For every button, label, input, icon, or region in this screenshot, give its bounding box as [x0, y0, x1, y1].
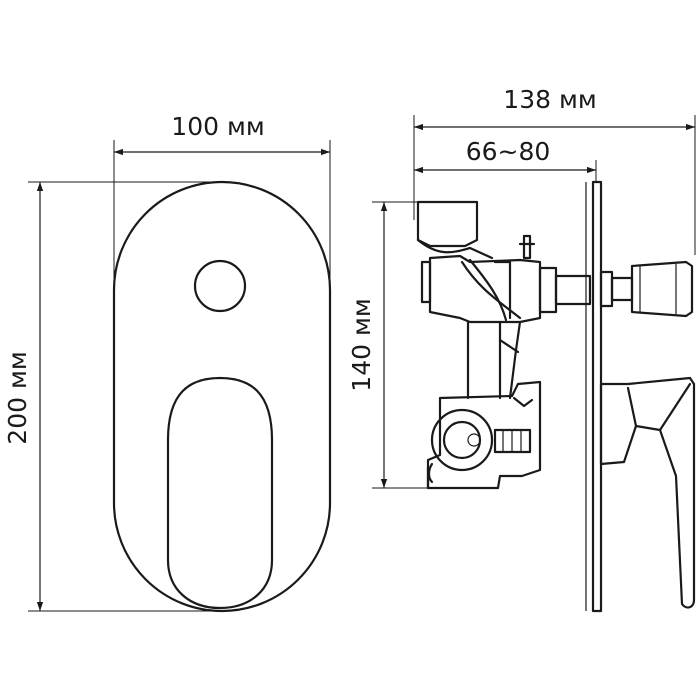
dimension-install-depth: 66~80 — [414, 137, 597, 182]
dimension-total-depth: 138 мм — [413, 85, 696, 255]
dimension-width: 100 мм — [113, 112, 331, 300]
side-view — [416, 180, 696, 613]
dimension-height: 200 мм — [3, 181, 220, 612]
connecting-pipe — [466, 320, 522, 400]
inlet-port — [430, 408, 494, 472]
front-view — [112, 180, 332, 613]
side-cover-plate — [591, 180, 603, 613]
valve-body-lower — [426, 380, 542, 490]
valve-body-upper — [428, 254, 542, 324]
total-depth-label: 138 мм — [503, 85, 596, 114]
height-label: 200 мм — [3, 351, 32, 444]
diverter-knob — [193, 259, 247, 313]
lever-handle-side — [599, 376, 696, 609]
cover-plate — [112, 180, 332, 613]
mounting-bracket — [416, 200, 479, 248]
width-label: 100 мм — [171, 112, 264, 141]
body-height-label: 140 мм — [347, 298, 376, 391]
lever-handle — [166, 376, 274, 610]
diverter-knob-side — [630, 260, 694, 318]
install-depth-label: 66~80 — [466, 137, 551, 166]
diverter-stem — [538, 266, 558, 314]
dimension-body-height: 140 мм — [347, 201, 428, 489]
